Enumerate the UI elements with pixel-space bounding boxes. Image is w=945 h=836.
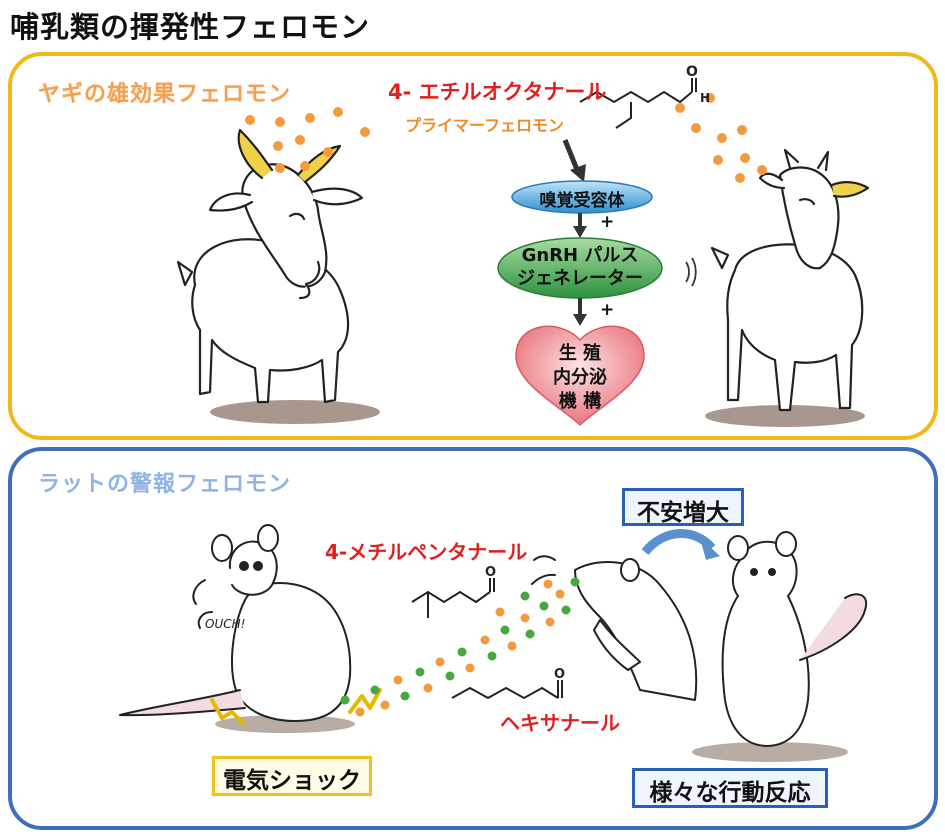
methylpentanal-oxygen: O [485,565,496,580]
endocrine-label-line3: 機 構 [558,391,602,412]
goat-panel-heading: ヤギの雄効果フェロモン [38,82,292,107]
behavioral-responses-label: 様々な行動反応 [632,768,828,808]
endocrine-heart [515,325,645,427]
endocrine-label-line2: 内分泌 [553,367,607,388]
gnrh-label-line1: GnRH パルス [521,245,639,266]
left-goat-illustration [176,128,380,424]
right-rats-illustration [531,531,868,762]
page-title: 哺乳類の揮発性フェロモン [10,10,371,44]
goat-compound-name: 4- エチルオクタナール [388,80,607,104]
hexanal-structure [451,680,563,700]
rat-panel [8,447,938,830]
left-rat-illustration [119,524,382,733]
ouch-text: OUCH! [205,617,245,631]
aldehyde-hydrogen: H [700,91,710,105]
gnrh-label-line2: ジェネレーター [517,268,643,289]
methylpentanal-label: 4-メチルペンタナール [325,540,528,564]
endocrine-label: 生 殖 内分泌 機 構 [530,342,630,414]
anxiety-arrow [641,529,716,556]
electric-shock-label: 電気ショック [212,756,372,796]
goat-pheromone-dots [245,93,767,183]
aldehyde-oxygen: O [686,64,698,80]
plus-sign-1: + [600,212,615,232]
gnrh-label: GnRH パルス ジェネレーター [498,244,662,290]
plus-sign-2: + [600,300,615,320]
hexanal-label: ヘキサナール [500,711,620,735]
methylpentanal-structure [411,578,495,618]
rat-pheromone-dots [340,577,580,717]
anxiety-increase-label: 不安増大 [622,488,744,526]
right-goat-illustration [705,148,870,427]
ethyloctanal-structure [579,78,697,129]
goat-flow-diagram [497,139,697,427]
rat-panel-heading: ラットの警報フェロモン [38,472,292,497]
olfactory-receptor-label: 嗅覚受容体 [539,191,625,211]
goat-panel [8,52,938,440]
endocrine-label-line1: 生 殖 [558,343,602,364]
primer-pheromone-label: プライマーフェロモン [405,116,565,135]
hexanal-oxygen: O [554,667,565,682]
